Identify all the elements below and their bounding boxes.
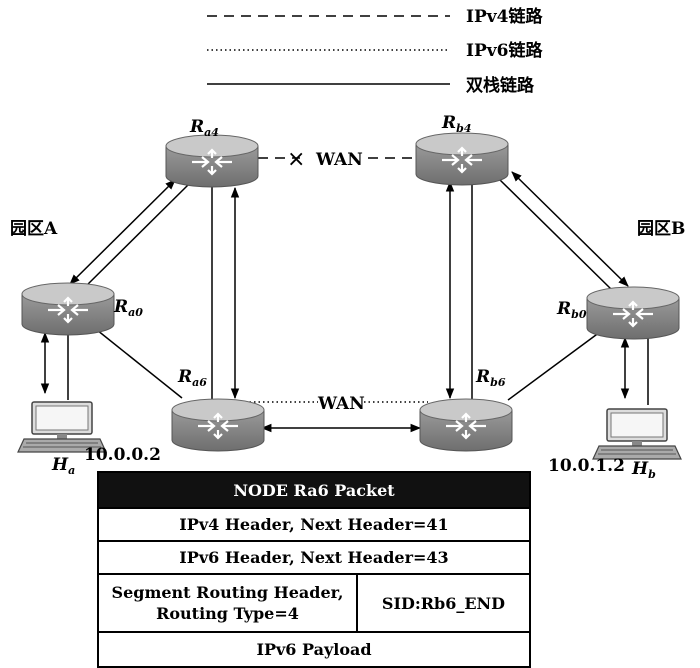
packet-srh-row: Segment Routing Header, Routing Type=4 S…: [99, 573, 529, 631]
router-ra4-icon[interactable]: [164, 133, 260, 189]
packet-srh-cell: Segment Routing Header, Routing Type=4: [99, 575, 358, 631]
router-rb6-icon[interactable]: [418, 397, 514, 453]
ip-hb: 10.0.1.2: [548, 456, 625, 476]
packet-srh-line2: Routing Type=4: [156, 604, 299, 623]
link-ra0-ra6: [91, 325, 183, 399]
link-ra0-ra4-a: [69, 179, 176, 285]
ip-ha: 10.0.0.2: [84, 445, 161, 465]
label-hb: Hb: [631, 459, 656, 481]
link-ra0-ra4-b: [81, 184, 189, 291]
label-rb4: Rb4: [441, 113, 472, 135]
link-rb0-rb6: [507, 331, 601, 401]
legend: IPv4链路 IPv6链路 双栈链路: [207, 6, 543, 96]
broken-link-mark: ×: [287, 147, 305, 172]
packet-structure-table: NODE Ra6 Packet IPv4 Header, Next Header…: [97, 471, 531, 668]
wan-label-bottom: WAN: [317, 394, 365, 414]
router-ra6-icon[interactable]: [170, 397, 266, 453]
link-rb0-rb4-b: [511, 171, 629, 287]
wan-label-top: WAN: [315, 150, 363, 170]
label-ra0: Ra0: [113, 297, 143, 319]
legend-ipv6-label: IPv6链路: [466, 40, 543, 61]
packet-ipv6-header: IPv6 Header, Next Header=43: [99, 540, 529, 573]
packet-payload: IPv6 Payload: [99, 631, 529, 666]
host-hb-computer-icon[interactable]: [592, 408, 682, 460]
packet-ipv4-header: IPv4 Header, Next Header=41: [99, 507, 529, 540]
campus-b-label: 园区B: [637, 219, 685, 239]
router-rb0-icon[interactable]: [585, 285, 681, 341]
legend-ipv4-label: IPv4链路: [466, 6, 543, 27]
packet-sid-cell: SID:Rb6_END: [381, 593, 506, 613]
router-ra0-icon[interactable]: [20, 281, 116, 337]
label-ra4: Ra4: [189, 117, 219, 139]
link-rb0-rb4-a: [499, 179, 613, 291]
campus-a-label: 园区A: [10, 219, 58, 239]
packet-title: NODE Ra6 Packet: [99, 473, 529, 507]
label-rb6: Rb6: [475, 367, 506, 389]
label-ra6: Ra6: [177, 367, 207, 389]
links: [40, 157, 649, 433]
packet-srh-line1: Segment Routing Header,: [111, 583, 344, 602]
legend-dual-label: 双栈链路: [466, 75, 535, 96]
router-rb4-icon[interactable]: [414, 131, 510, 187]
label-rb0: Rb0: [556, 299, 587, 321]
label-ha: Ha: [51, 455, 75, 477]
